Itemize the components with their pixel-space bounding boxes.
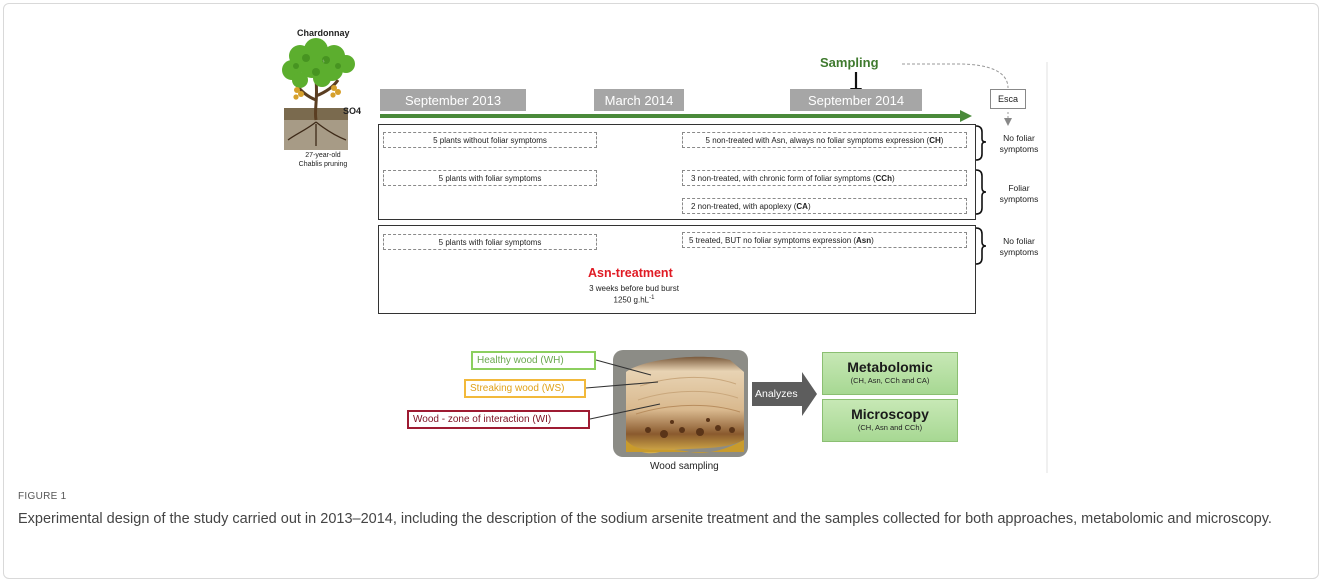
leader-ws bbox=[585, 381, 659, 389]
variety-label: Chardonnay bbox=[297, 28, 350, 38]
plant-age-line1: 27-year-old bbox=[305, 152, 341, 159]
microscopy-samples: (CH, Asn and CCh) bbox=[857, 423, 923, 432]
plant-age-line2: Chablis pruning bbox=[298, 161, 348, 169]
wood-sample-photo bbox=[613, 350, 748, 457]
figure-label: FIGURE 1 bbox=[18, 491, 67, 502]
code-cch: CCh bbox=[875, 173, 892, 183]
leader-wh bbox=[595, 359, 652, 376]
leader-wi bbox=[589, 403, 661, 420]
wood-label-wh: Healthy wood (WH) bbox=[471, 351, 596, 370]
g3-start-box: 5 plants with foliar symptoms bbox=[383, 234, 597, 250]
plant-age-label: 27-year-old Chablis pruning bbox=[287, 151, 359, 170]
g1-end-box: 5 non-treated with Asn, always no foliar… bbox=[682, 132, 967, 148]
g2-start-box: 5 plants with foliar symptoms bbox=[383, 170, 597, 186]
wood-label-ws: Streaking wood (WS) bbox=[464, 379, 586, 398]
g2-end-box-ca: 2 non-treated, with apoplexy (CA) bbox=[682, 198, 967, 214]
sampling-esca-link bbox=[902, 63, 1009, 89]
sampling-label: Sampling bbox=[820, 55, 879, 70]
rootstock-label: SO4 bbox=[343, 106, 362, 116]
brace-no-foliar-2 bbox=[975, 227, 987, 265]
wood-sampling-label: Wood sampling bbox=[650, 461, 719, 472]
side-no-foliar-1: No foliar symptoms bbox=[999, 133, 1039, 155]
metabolomic-samples: (CH, Asn, CCh and CA) bbox=[850, 376, 930, 385]
grapevine-icon bbox=[282, 38, 355, 150]
wood-label-wi: Wood - zone of interaction (WI) bbox=[407, 410, 590, 429]
analyzes-label: Analyzes bbox=[755, 388, 798, 400]
g2-end-box-cch: 3 non-treated, with chronic form of foli… bbox=[682, 170, 967, 186]
metabolomic-title: Metabolomic bbox=[847, 359, 933, 375]
side-foliar: Foliar symptoms bbox=[999, 183, 1039, 205]
microscopy-title: Microscopy bbox=[851, 406, 929, 422]
treatment-timing: 3 weeks before bud burst bbox=[589, 284, 679, 293]
brace-foliar bbox=[975, 169, 987, 215]
timeline-sep-2014: September 2014 bbox=[790, 89, 922, 111]
code-ch: CH bbox=[929, 135, 941, 145]
brace-no-foliar-1 bbox=[975, 125, 987, 161]
code-ca: CA bbox=[796, 201, 808, 211]
treatment-dose: 1250 g.hL-1 bbox=[613, 295, 655, 305]
timeline-arrowhead bbox=[960, 110, 972, 122]
esca-box: Esca bbox=[990, 89, 1026, 109]
treatment-details: 3 weeks before bud burst 1250 g.hL-1 bbox=[584, 283, 684, 306]
code-asn: Asn bbox=[856, 235, 872, 245]
figure-caption: Experimental design of the study carried… bbox=[18, 511, 1272, 527]
side-no-foliar-2: No foliar symptoms bbox=[999, 236, 1039, 258]
g1-start-box: 5 plants without foliar symptoms bbox=[383, 132, 597, 148]
timeline-sep-2013: September 2013 bbox=[380, 89, 526, 111]
analyzes-arrow bbox=[752, 372, 817, 416]
timeline-mar-2014: March 2014 bbox=[594, 89, 684, 111]
metabolomic-box: Metabolomic (CH, Asn, CCh and CA) bbox=[822, 352, 958, 395]
g3-end-box: 5 treated, BUT no foliar symptoms expres… bbox=[682, 232, 967, 248]
microscopy-box: Microscopy (CH, Asn and CCh) bbox=[822, 399, 958, 442]
figure-frame bbox=[3, 3, 1319, 579]
treatment-title: Asn-treatment bbox=[588, 266, 673, 280]
